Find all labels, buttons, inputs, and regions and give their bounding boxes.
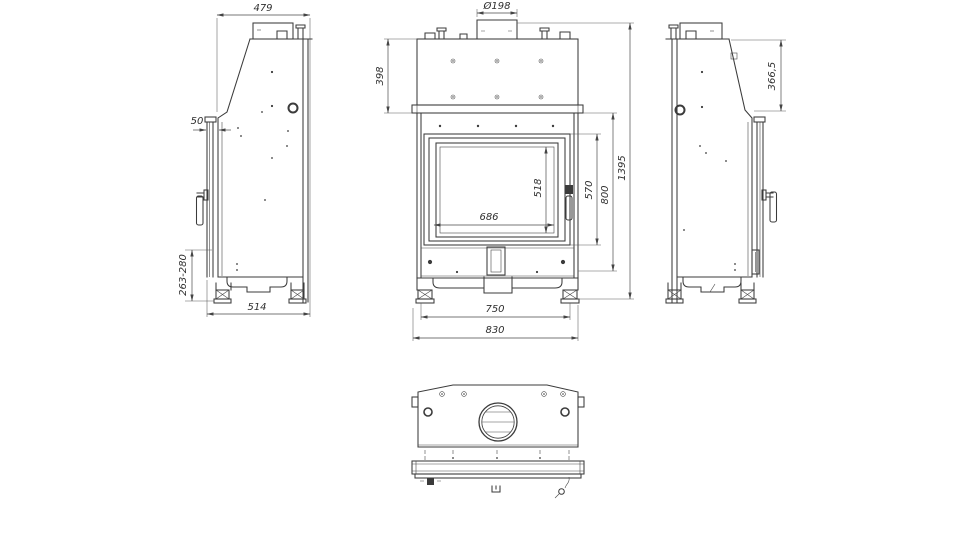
dim-198-label: Ø198 [483,0,511,12]
side-tab [411,396,419,408]
center-clip [491,485,501,493]
side-tab [577,396,585,408]
mount-hole [423,407,433,417]
frame-strip-lines [412,461,584,474]
pipe-nipple [668,24,679,40]
rivet-dots [236,70,289,271]
pipe-nipple [539,27,550,40]
leg-sides [416,277,579,291]
door-top-cap [753,116,766,123]
front-view: Ø198 [375,0,634,341]
adjustable-foot [665,289,684,304]
top-flange [411,104,584,114]
adjustable-foot [738,289,757,304]
handle-mount [761,189,767,201]
dim-570-label: 570 [584,180,595,199]
dim-398-label: 398 [375,66,386,85]
back-wall [671,38,678,303]
door-handle [565,195,573,221]
door-handle-side [195,195,204,226]
door-lower-latch [751,249,760,275]
top-view [411,384,585,499]
water-socket [459,33,468,40]
front-slope [217,38,251,278]
leg-sides [667,282,755,291]
dim-686-label: 686 [479,212,498,223]
damper-lines [481,411,515,433]
handle-mount [203,189,209,201]
dim-1395-label: 1395 [617,155,628,180]
leg-arch [682,276,742,293]
fitting-bracket [685,30,697,39]
flue-outlet-circle [478,402,518,442]
dim-479-label: 479 [253,3,272,14]
front-slope [728,38,753,278]
pipe-nipple [436,27,447,40]
panel-dots [427,259,566,274]
screw-ring-dots [439,391,566,397]
back-wall [302,38,309,303]
adjustable-foot [213,289,232,304]
fitting-bracket [276,30,288,39]
leg-arch [432,276,563,294]
ash-duct [486,246,506,276]
arch-mark [709,283,716,293]
tick-marks [424,450,570,460]
water-port [674,104,686,116]
water-port [287,102,299,114]
glass-frame [435,142,559,238]
pipe-nipple [295,24,306,40]
mount-hole [560,407,570,417]
dim-830-label: 830 [485,325,504,336]
water-socket [559,31,571,40]
dim-800-label: 800 [600,185,611,204]
dim-750-label: 750 [485,304,504,315]
dim-518-label: 518 [533,178,544,197]
rivet-dots [683,70,736,271]
handle-latch [565,185,573,194]
door-handle-side [769,191,778,223]
left-side-view: 479 50 [178,3,313,317]
right-side-view: 366,5 [665,22,786,304]
adjustable-foot [560,289,580,304]
dim-50-label: 50 [191,116,204,127]
frame-lower-strip [414,473,582,479]
screw-dots-row [438,124,555,128]
side-walls [416,112,579,279]
leg-sides [215,282,305,291]
door-glass [439,146,555,234]
flue-collar [476,19,518,40]
flange-ears [416,105,579,113]
door-top-cap [204,116,217,123]
plug-dots [450,58,544,100]
dim-366-5-label: 366,5 [767,62,778,91]
adjustable-foot [288,289,307,304]
latch-block [427,478,434,485]
adjustable-foot [415,289,435,304]
cold-hand-key [554,476,570,499]
water-socket [424,32,436,40]
leg-arch [226,276,288,293]
front-frame-strip [411,460,585,475]
slope-bracket [730,52,738,60]
top-plate-outline [417,384,579,448]
ash-duct-inner [490,249,502,273]
screw-dots [452,457,541,459]
door-leaf [428,137,566,242]
dim-514-label: 514 [247,302,266,313]
door-frame-outer [423,133,571,246]
dim-263-280-label: 263-280 [178,254,189,296]
